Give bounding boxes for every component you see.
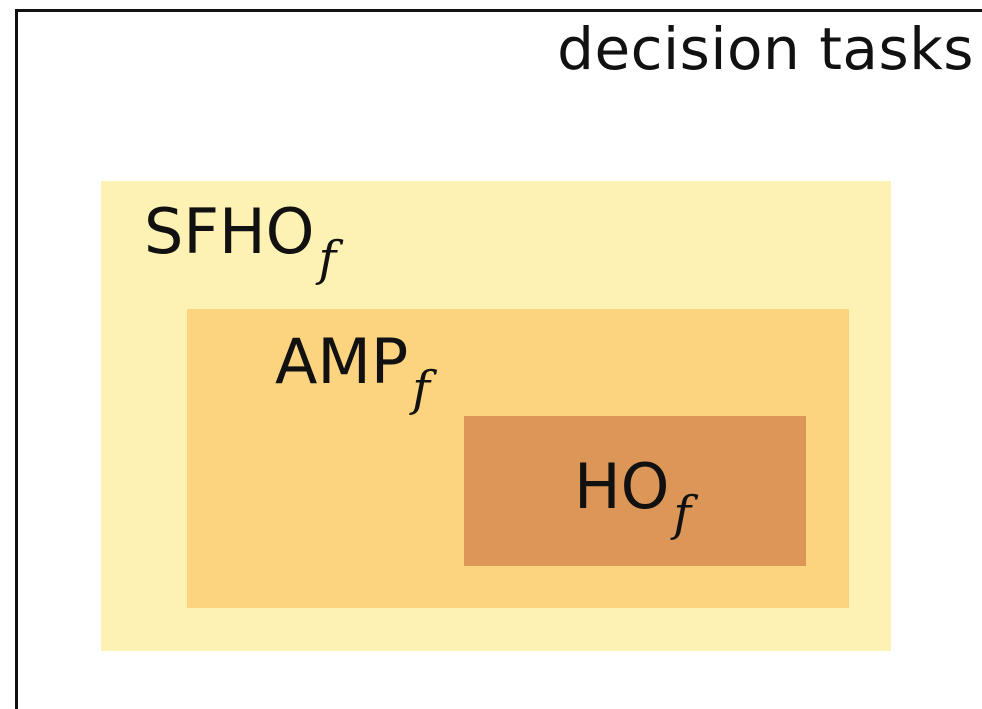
universe-label: decision tasks bbox=[557, 15, 974, 83]
set-amp-label: AMPf bbox=[275, 331, 430, 414]
set-sfho-subscript: f bbox=[318, 231, 337, 287]
set-ho-label: HOf bbox=[574, 456, 691, 539]
set-ho: HOf bbox=[464, 416, 806, 566]
set-amp-subscript: f bbox=[412, 361, 431, 417]
set-sfho-label: SFHOf bbox=[144, 201, 336, 284]
set-amp-name: AMP bbox=[275, 325, 409, 398]
universe-frame bbox=[15, 9, 982, 709]
set-ho-name: HO bbox=[574, 450, 670, 523]
set-ho-subscript: f bbox=[673, 486, 692, 542]
set-sfho-name: SFHO bbox=[144, 195, 315, 268]
